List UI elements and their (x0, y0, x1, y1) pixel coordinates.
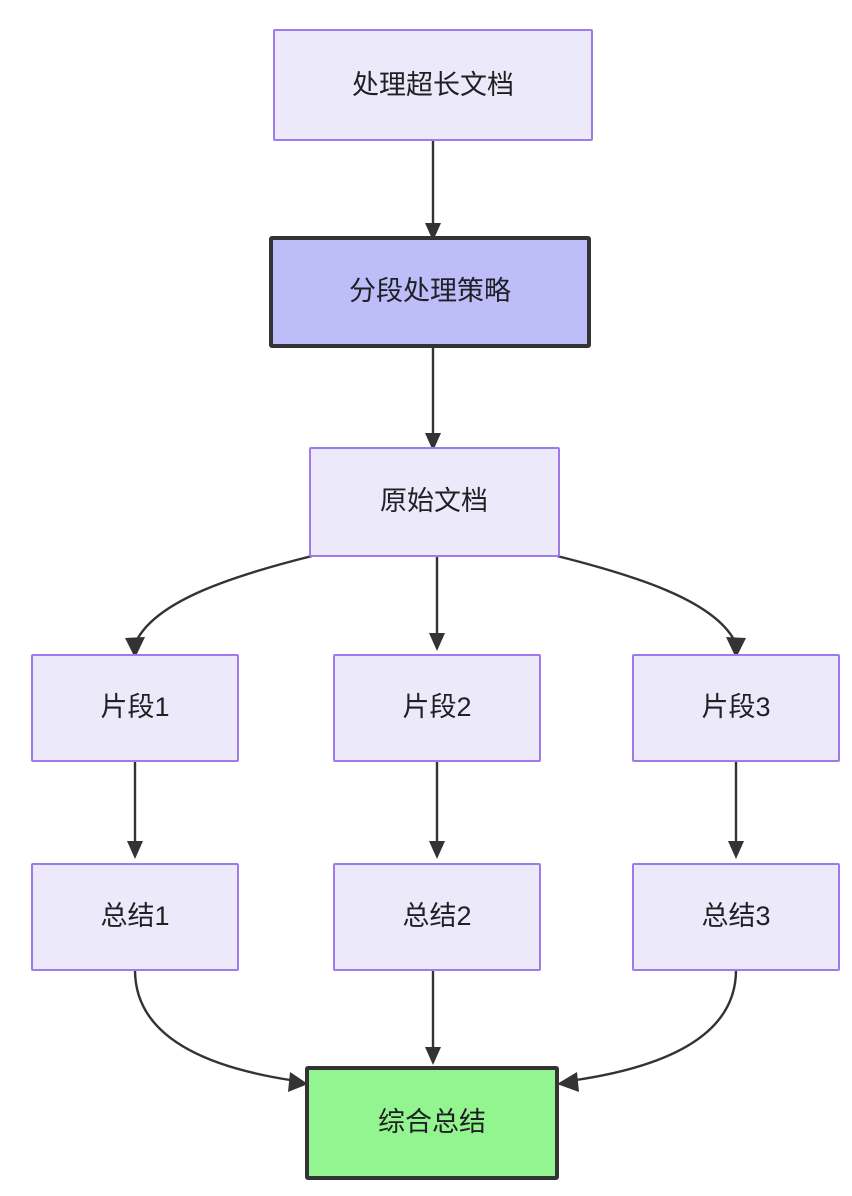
edge-strategy-to-original (425, 346, 441, 451)
edge-layer (125, 140, 746, 1092)
node-label-fragment-2: 片段2 (402, 692, 471, 722)
node-box[interactable] (632, 654, 840, 762)
node-box[interactable] (269, 236, 591, 348)
edge-fragment3-to-summary3 (728, 761, 744, 859)
node-label-processing-long-document: 处理超长文档 (352, 70, 514, 100)
edge-processing-to-strategy (425, 140, 441, 241)
node-fragment-2[interactable]: 片段2 (333, 654, 541, 762)
node-box[interactable] (333, 654, 541, 762)
node-processing-long-document[interactable]: 处理超长文档 (273, 29, 593, 141)
node-box[interactable] (305, 1066, 559, 1180)
edge-original-to-fragment1 (125, 554, 313, 658)
node-box[interactable] (333, 863, 541, 971)
node-original-document[interactable]: 原始文档 (309, 447, 560, 557)
node-label-fragment-1: 片段1 (100, 692, 169, 722)
node-summary-3[interactable]: 总结3 (632, 863, 840, 971)
node-box[interactable] (31, 654, 239, 762)
node-box[interactable] (309, 447, 560, 557)
node-summary-1[interactable]: 总结1 (31, 863, 239, 971)
node-comprehensive-summary[interactable]: 综合总结 (305, 1066, 559, 1180)
node-fragment-3[interactable]: 片段3 (632, 654, 840, 762)
edge-fragment1-to-summary1 (127, 761, 143, 859)
edge-fragment2-to-summary2 (429, 761, 445, 859)
node-box[interactable] (632, 863, 840, 971)
edge-original-to-fragment2 (429, 556, 445, 651)
edge-summary3-to-final (557, 969, 738, 1092)
node-summary-2[interactable]: 总结2 (333, 863, 541, 971)
node-box[interactable] (273, 29, 593, 141)
node-fragment-1[interactable]: 片段1 (31, 654, 239, 762)
node-label-comprehensive-summary: 综合总结 (378, 1107, 486, 1137)
node-layer: 处理超长文档 分段处理策略 原始文档 片段1 片段2 片段3 (31, 29, 840, 1180)
edge-original-to-fragment3 (556, 554, 746, 658)
node-label-original-document: 原始文档 (380, 486, 488, 516)
node-label-fragment-3: 片段3 (701, 692, 770, 722)
edge-summary2-to-final (425, 970, 441, 1065)
node-label-summary-2: 总结2 (402, 901, 471, 931)
node-chunking-strategy[interactable]: 分段处理策略 (269, 236, 591, 348)
node-box[interactable] (31, 863, 239, 971)
edge-summary1-to-final (133, 969, 308, 1092)
node-label-summary-3: 总结3 (701, 901, 770, 931)
node-label-summary-1: 总结1 (100, 901, 169, 931)
node-label-chunking-strategy: 分段处理策略 (349, 276, 511, 306)
